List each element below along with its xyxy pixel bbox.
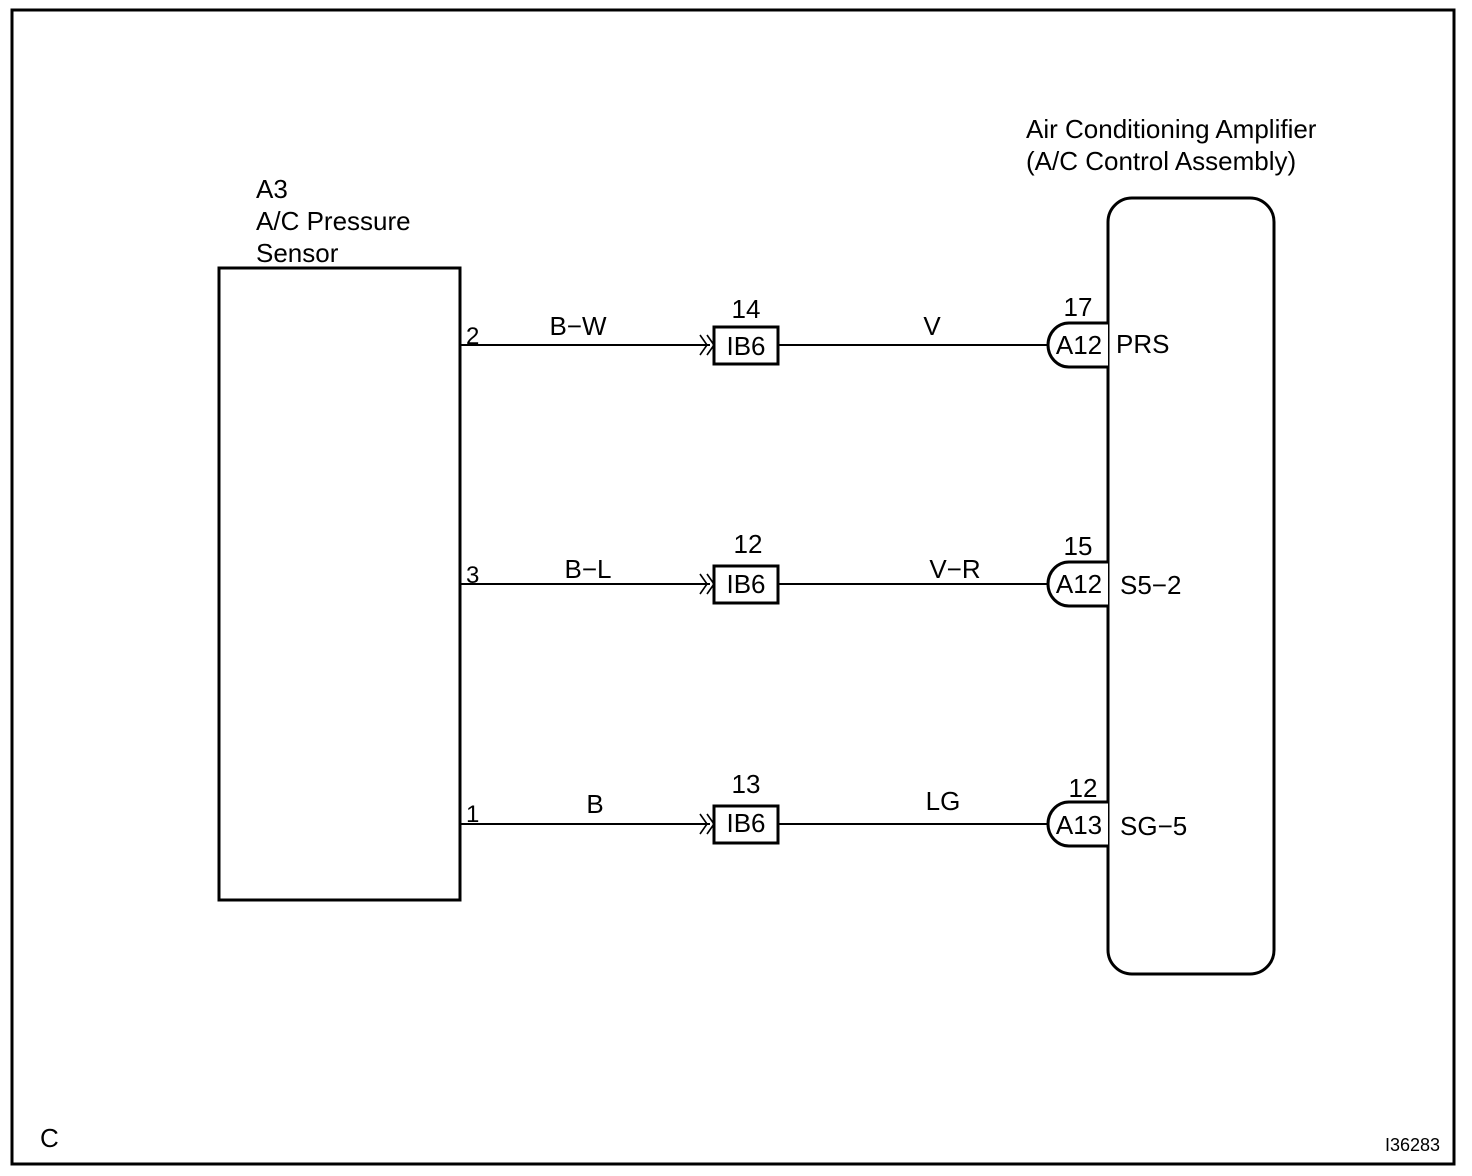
- amplifier-name-line1: Air Conditioning Amplifier: [1026, 114, 1317, 144]
- amplifier-name-line2: (A/C Control Assembly): [1026, 146, 1296, 176]
- amp-pin-number: 17: [1064, 292, 1093, 322]
- sensor-box: [217, 266, 462, 902]
- wire-color-out: V−R: [929, 554, 980, 584]
- junction-pin-number: 14: [732, 294, 761, 324]
- junction-connector-code: IB6: [726, 808, 765, 838]
- amp-connector-code: A12: [1056, 569, 1102, 599]
- circuit-row: 3 B−L 12 IB6 V−R 15 A12 S5−2: [460, 529, 1181, 608]
- amp-connector-code: A12: [1056, 330, 1102, 360]
- junction-connector-code: IB6: [726, 569, 765, 599]
- sensor-name-line2: Sensor: [256, 238, 339, 268]
- corner-label: C: [40, 1123, 59, 1153]
- diagram-frame: [10, 8, 1456, 1166]
- junction-connector-code: IB6: [726, 331, 765, 361]
- wire-color-in: B−L: [565, 554, 612, 584]
- junction-pin-number: 13: [732, 769, 761, 799]
- amp-terminal-name: SG−5: [1120, 811, 1187, 841]
- junction-pin-number: 12: [734, 529, 763, 559]
- sensor-pin-number: 3: [466, 562, 479, 589]
- circuit-row: 1 B 13 IB6 LG 12 A13 SG−5: [460, 769, 1187, 848]
- sensor-connector-label: A3: [256, 174, 288, 204]
- sensor-pin-number: 1: [466, 801, 479, 828]
- wire-color-in: B−W: [549, 311, 607, 341]
- junction-connector-box: [712, 325, 780, 366]
- amp-connector-shape: [1046, 800, 1108, 848]
- amp-pin-number: 15: [1064, 531, 1093, 561]
- wire-color-out: LG: [926, 786, 961, 816]
- circuit-row: 2 B−W 14 IB6 V 17 A12 PRS: [460, 292, 1169, 369]
- amp-connector-code: A13: [1056, 810, 1102, 840]
- junction-connector-box: [712, 804, 780, 845]
- amp-connector-shape: [1046, 560, 1108, 608]
- sensor-pin-number: 2: [466, 323, 479, 350]
- amp-connector-shape: [1046, 321, 1108, 369]
- amp-terminal-name: PRS: [1116, 329, 1169, 359]
- amp-pin-number: 12: [1069, 773, 1098, 803]
- sensor-name-line1: A/C Pressure: [256, 206, 411, 236]
- wire-color-in: B: [586, 789, 603, 819]
- wire-color-out: V: [923, 311, 941, 341]
- amp-terminal-name: S5−2: [1120, 570, 1181, 600]
- figure-id: I36283: [1385, 1135, 1440, 1155]
